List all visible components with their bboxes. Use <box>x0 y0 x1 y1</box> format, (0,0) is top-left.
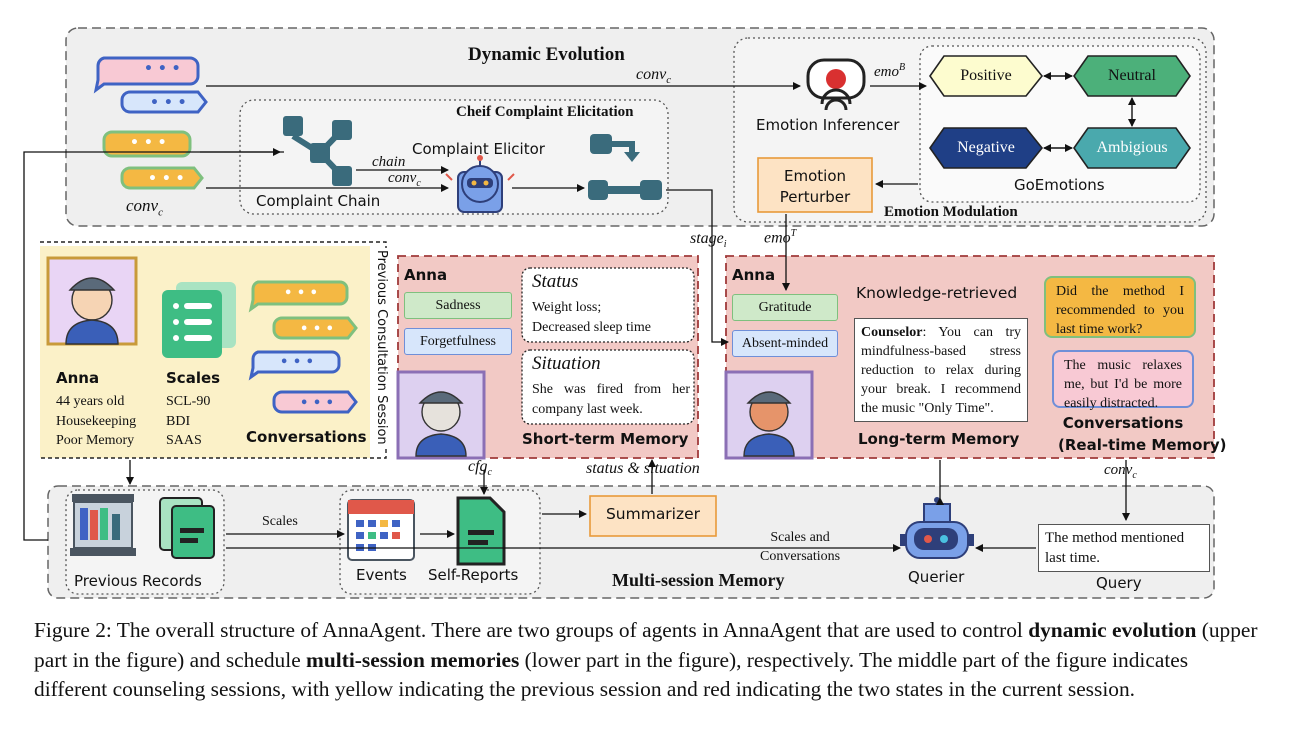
emo-b-label: emoB <box>874 62 906 80</box>
complaint-elicitor-icon <box>445 155 515 213</box>
diagram-canvas: • • • • • • • • • • • • <box>23 27 1215 599</box>
goemotions-label: GoEmotions <box>1014 176 1105 194</box>
stage-flow-icon <box>588 134 662 200</box>
query-box: The method mentioned last time. <box>1038 524 1210 572</box>
anna-portrait-short <box>396 370 486 460</box>
previous-session-side-label: Previous Consultation Session <box>374 248 389 447</box>
emotion-perturber-box <box>757 157 873 213</box>
svg-text:• • •: • • • <box>280 355 314 370</box>
prev-anna-name: Anna <box>56 369 100 387</box>
status-lines: Weight loss;Decreased sleep time <box>532 300 651 335</box>
emo-t-label: emoT <box>764 228 797 247</box>
svg-text:• • •: • • • <box>284 286 318 301</box>
querier-label: Querier <box>908 568 965 586</box>
tag-gratitude: Gratitude <box>732 294 838 321</box>
conv-c2-label: convc <box>388 170 421 189</box>
complaint-chain-label: Complaint Chain <box>256 192 381 210</box>
hex-positive <box>929 55 1044 97</box>
anna-portrait-previous <box>46 256 138 346</box>
situation-text: She was fired from her company last week… <box>532 382 690 417</box>
svg-text:• • •: • • • <box>300 322 334 337</box>
knowledge-retrieved-label: Knowledge-retrieved <box>856 284 1018 302</box>
positive-label: Positive <box>960 67 1012 84</box>
bookshelf-icon <box>70 494 136 556</box>
negative-label: Negative <box>957 139 1015 156</box>
short-anna-name: Anna <box>404 266 448 284</box>
situation-box <box>521 349 695 425</box>
conv-pill-4: • • • <box>120 166 204 190</box>
hex-ambigious <box>1073 127 1191 169</box>
stage-label: stagei <box>690 230 727 251</box>
svg-text:• • •: • • • <box>148 171 185 187</box>
events-label: Events <box>356 566 407 584</box>
counselor-box: Counselor: You can try mindfulness-based… <box>854 318 1028 422</box>
calendar-icon <box>347 499 415 561</box>
hex-neutral <box>1073 55 1191 97</box>
svg-text:• • •: • • • <box>144 61 181 77</box>
status-box <box>521 267 695 343</box>
bubble-counselor: Did the method I recommended to you last… <box>1044 276 1196 338</box>
conversations-realtime-label: Conversations(Real-time Memory) <box>1058 414 1227 454</box>
emotion-inferencer-label: Emotion Inferencer <box>756 116 900 134</box>
ambigious-label: Ambigious <box>1096 139 1168 156</box>
emotion-modulation-title: Emotion Modulation <box>884 204 1018 220</box>
scales-doc-icon <box>162 282 236 358</box>
svg-text:• • •: • • • <box>130 135 167 151</box>
complaint-chain-icon <box>283 116 352 186</box>
multi-session-title: Multi-session Memory <box>612 570 785 590</box>
summarizer-box <box>589 495 717 537</box>
emotion-inferencer-icon <box>806 58 866 111</box>
neutral-label: Neutral <box>1108 67 1156 84</box>
complaint-elicitor-label: Complaint Elicitor <box>412 140 545 158</box>
tag-forgetfulness: Forgetfulness <box>404 328 512 355</box>
conv-top-label: convc <box>636 66 672 87</box>
tag-sadness: Sadness <box>404 292 512 319</box>
conv-pill-2: • • • <box>120 90 208 114</box>
self-reports-label: Self-Reports <box>428 566 519 584</box>
svg-text:• • •: • • • <box>150 95 187 111</box>
long-anna-name: Anna <box>732 266 776 284</box>
chief-complaint-title: Cheif Complaint Elicitation <box>456 104 634 120</box>
query-label: Query <box>1096 574 1142 592</box>
summarizer-label: Summarizer <box>605 505 701 523</box>
svg-text:• • •: • • • <box>300 396 334 411</box>
conv-left-label: convc <box>126 196 163 219</box>
previous-records-label: Previous Records <box>74 572 202 590</box>
prev-conv-pill-2: • • • <box>272 316 358 340</box>
bubble-client: The music relaxes me, but I'd be more ea… <box>1052 350 1194 411</box>
prev-conversations-label: Conversations <box>246 428 367 446</box>
hex-negative <box>929 127 1044 169</box>
anna-portrait-long <box>724 370 814 460</box>
conv-c-query-label: convc <box>1104 462 1137 481</box>
records-doc-icon <box>159 497 215 559</box>
prev-conv-pill-4: • • • <box>272 390 358 414</box>
figure-caption: Figure 2: The overall structure of AnnaA… <box>34 618 1258 701</box>
scales-arrow-label: Scales <box>262 514 298 529</box>
conv-pill-1: • • • <box>93 56 200 94</box>
prev-conv-pill-3: • • • <box>248 350 341 381</box>
situation-title: Situation <box>532 353 601 374</box>
conv-pill-3: • • • <box>102 130 192 158</box>
status-title: Status <box>532 271 579 292</box>
cfg-label: cfgc <box>468 458 492 479</box>
dynamic-evolution-title: Dynamic Evolution <box>468 44 625 65</box>
long-term-label: Long-term Memory <box>858 430 1020 448</box>
prev-conv-pill-1: • • • <box>248 280 349 313</box>
chain-label: chain <box>372 154 406 170</box>
prev-scales-title: Scales <box>166 369 221 387</box>
tag-absent-minded: Absent-minded <box>732 330 838 357</box>
short-term-label: Short-term Memory <box>522 430 689 448</box>
status-situation-label: status & situation <box>586 460 700 477</box>
self-report-icon <box>456 496 506 566</box>
